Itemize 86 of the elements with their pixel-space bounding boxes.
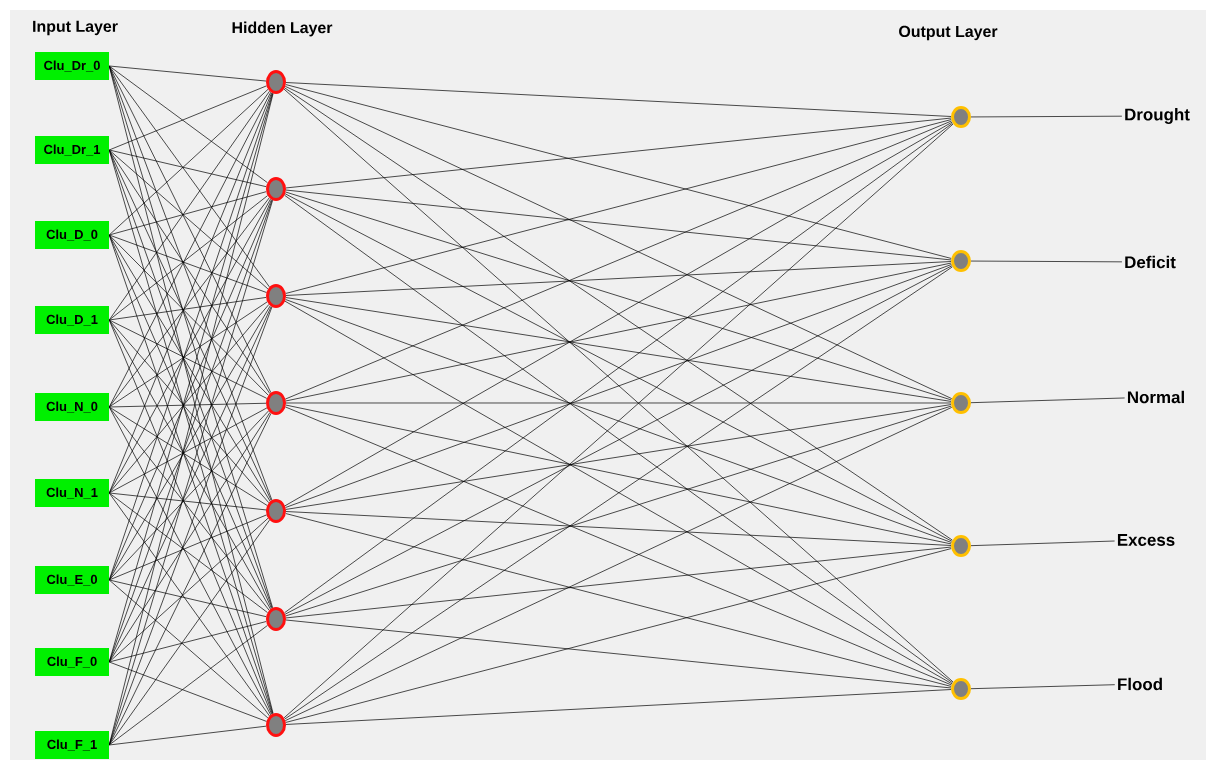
connection-line (285, 689, 952, 725)
hidden-neuron (266, 713, 286, 737)
output-label: Flood (1118, 677, 1162, 691)
connection-line (108, 319, 268, 399)
connection-line (284, 300, 953, 685)
connection-line (285, 404, 952, 545)
connection-line (108, 65, 270, 288)
connection-line (108, 149, 267, 188)
connection-line (108, 579, 269, 719)
input-box: Clu_N_1 (35, 479, 109, 507)
connection-line (284, 194, 953, 684)
connection-line (108, 519, 270, 746)
connection-line (108, 191, 267, 236)
connection-line (108, 492, 267, 511)
connection-line (108, 234, 267, 293)
connection-line (285, 299, 952, 543)
connection-line (285, 297, 952, 402)
connection-line (108, 492, 268, 613)
connection-line (108, 149, 271, 394)
connection-line (108, 234, 269, 396)
connection-line (970, 260, 1123, 263)
connection-line (108, 65, 267, 82)
connection-line (108, 517, 269, 663)
connection-line (284, 265, 953, 615)
input-box: Clu_E_0 (35, 566, 109, 594)
connection-line (108, 412, 271, 663)
input-box: Clu_F_0 (35, 648, 109, 676)
input-box: Clu_F_1 (35, 731, 109, 759)
connection-line (108, 661, 267, 722)
connection-line (285, 513, 952, 687)
connection-line (108, 410, 269, 581)
connection-line (108, 406, 270, 611)
connection-line (108, 297, 267, 321)
output-label: Excess (1117, 534, 1175, 546)
connection-line (285, 546, 952, 619)
connection-line (970, 540, 1115, 546)
connection-line (285, 548, 952, 723)
connection-line (285, 191, 952, 401)
input-box: Clu_N_0 (35, 393, 109, 421)
connection-line (285, 117, 952, 189)
layer-title: Output Layer (899, 25, 998, 41)
layer-title: Hidden Layer (232, 21, 333, 37)
connection-line (108, 149, 272, 501)
connection-line (108, 195, 268, 321)
connection-line (285, 262, 952, 402)
output-label: Deficit (1125, 255, 1176, 269)
connection-line (285, 82, 952, 117)
input-box: Clu_D_1 (35, 306, 109, 334)
input-box: Clu_Dr_1 (35, 136, 109, 164)
connection-line (108, 301, 268, 408)
connection-line (108, 199, 273, 663)
input-box: Clu_Dr_0 (35, 52, 109, 80)
connection-line (108, 492, 270, 717)
connection-line (108, 88, 269, 236)
connection-line (108, 197, 270, 408)
connection-line (108, 621, 267, 663)
connection-line (285, 619, 952, 689)
connection-line (285, 402, 952, 404)
connection-line (108, 90, 270, 321)
output-label: Normal (1127, 390, 1184, 404)
connection-line (108, 579, 267, 618)
connection-line (285, 261, 952, 296)
connection-line (284, 266, 953, 720)
output-label: Drought (1125, 108, 1190, 124)
connection-line (285, 84, 952, 259)
connection-line (285, 119, 952, 294)
connection-line (108, 149, 269, 290)
connection-line (108, 725, 267, 746)
connection-line (284, 193, 953, 542)
connection-line (285, 189, 952, 261)
layer-title: Input Layer (33, 20, 118, 36)
connection-line (108, 514, 267, 581)
connection-line (108, 625, 268, 746)
connection-line (285, 405, 952, 617)
connection-line (108, 65, 268, 184)
connection-line (108, 402, 267, 408)
connection-line (108, 85, 267, 151)
connection-line (970, 684, 1116, 690)
connection-line (970, 397, 1125, 404)
connection-line (970, 115, 1123, 118)
input-box: Clu_D_0 (35, 221, 109, 249)
connection-line (285, 404, 952, 510)
connection-line (108, 234, 272, 609)
connection-line (285, 511, 952, 546)
connection-line (284, 122, 954, 614)
connection-line (285, 264, 952, 508)
